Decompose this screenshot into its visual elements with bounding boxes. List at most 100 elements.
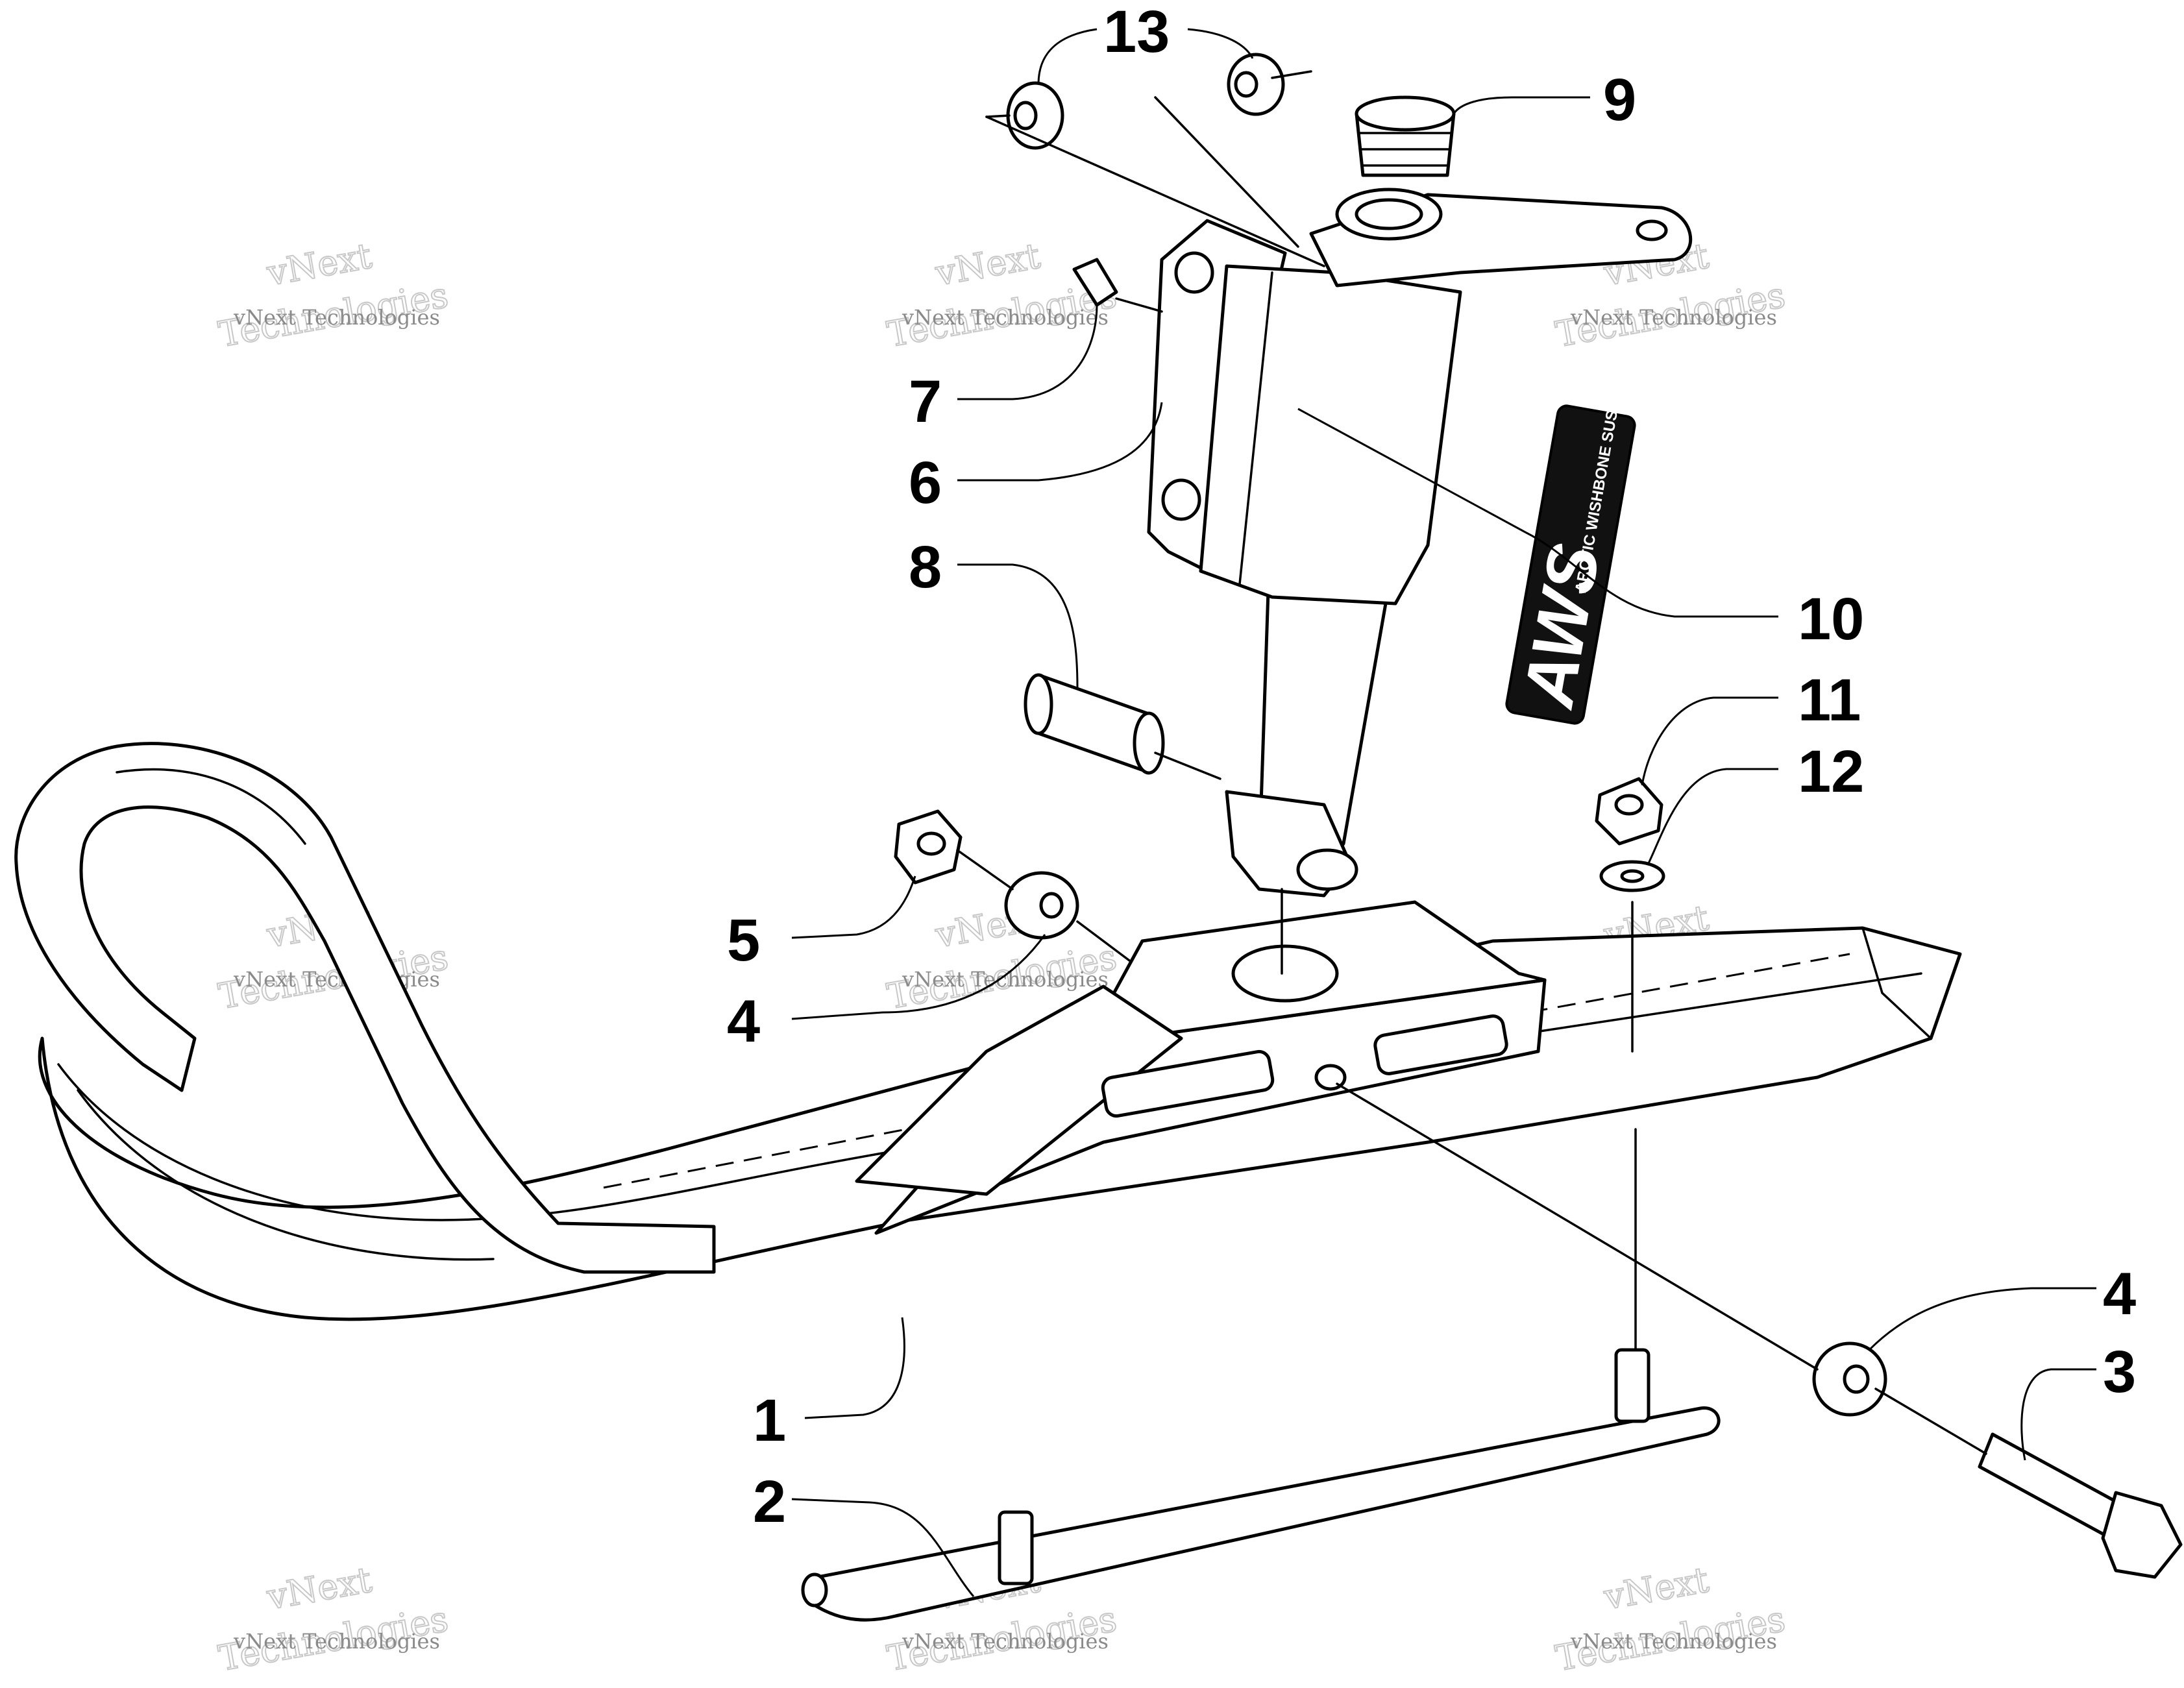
watermark-big-1: vNext (1601, 1559, 1712, 1617)
top-bushing-right-hole (1234, 71, 1258, 98)
callout-4-upper: 4 (727, 988, 760, 1055)
ski-edge-lower (77, 1089, 495, 1261)
callout-2: 2 (753, 1469, 786, 1535)
washer-hole (1039, 892, 1064, 919)
callout-13: 13 (1103, 0, 1170, 65)
wear-bar-end (801, 1572, 828, 1608)
watermark-text: vNext Technologies (233, 305, 440, 330)
leader-4-lower (1868, 1287, 2096, 1351)
leader-13-left (1037, 28, 1098, 85)
wear-bar-stud-2 (1614, 1348, 1650, 1423)
leader-12 (1647, 768, 1778, 864)
bushing-end-right (1133, 711, 1165, 775)
wear-bar-rod (809, 1406, 1721, 1622)
leader-5 (791, 875, 916, 939)
bushing (1024, 673, 1165, 775)
leader-1 (804, 1317, 905, 1419)
washer-upper (1004, 871, 1079, 940)
watermark-big-1: vNext (264, 235, 375, 293)
leader-13-right (1187, 28, 1254, 59)
housing-edge (1238, 271, 1273, 585)
callouts: 1 2 3 4 4 5 6 7 8 9 10 11 12 13 (727, 0, 2136, 1535)
spindle-assembly (1147, 188, 1693, 898)
watermark-text: vNext Technologies (902, 305, 1109, 330)
callout-9: 9 (1603, 67, 1636, 133)
line-13-left (985, 116, 1325, 267)
watermark-text: vNext Technologies (1570, 305, 1777, 330)
watermark: vNext Technologies vNext Technologies (883, 234, 1120, 356)
callout-5: 5 (727, 907, 760, 973)
top-bushings (1006, 53, 1285, 150)
callout-1: 1 (753, 1388, 786, 1454)
washer-hole (1620, 869, 1645, 883)
watermark-big-1: vNext (932, 235, 1044, 293)
top-bushing-left-hole (1013, 101, 1038, 130)
watermark-text: vNext Technologies (233, 1629, 440, 1654)
watermark: vNext Technologies vNext Technologies (215, 234, 452, 356)
line-13-tail-left (985, 114, 1011, 118)
nut-hole (916, 831, 946, 856)
callout-4-lower: 4 (2103, 1261, 2136, 1327)
ski-assembly (14, 742, 1962, 1321)
watermark-text: vNext Technologies (233, 967, 440, 992)
watermark-text: vNext Technologies (902, 1629, 1109, 1654)
grease-fitting-body (1072, 258, 1118, 307)
spindle-tube-bore (1296, 848, 1358, 891)
steering-arm-hole (1636, 219, 1668, 241)
wear-bar-stud-1 (998, 1510, 1034, 1585)
aws-decal: AWS ARCTIC WISHBONE SUSPENSION (1505, 340, 1636, 725)
saddle-slot-2 (1373, 1014, 1508, 1075)
grease-fitting (1072, 258, 1118, 307)
line-5 (956, 849, 1014, 890)
line-4-upper (1076, 920, 1131, 962)
washer-lower (1812, 1341, 1887, 1417)
nut-hole (1614, 794, 1644, 816)
ski-edge (57, 972, 1922, 1221)
decal-background (1505, 404, 1636, 725)
line-8 (1154, 752, 1221, 780)
callout-3: 3 (2103, 1339, 2136, 1405)
leader-10 (1297, 408, 1778, 618)
line-13-tail (1271, 70, 1312, 79)
spindle-top-bore (1355, 198, 1423, 230)
bolt-head (2101, 1491, 2183, 1579)
callout-8: 8 (909, 534, 942, 600)
bracket-hole-bottom (1161, 478, 1201, 521)
bushing-body (1037, 673, 1151, 774)
saddle-slot-1 (1101, 1049, 1275, 1118)
washer-hole (1843, 1364, 1870, 1394)
watermark: vNext Technologies vNext Technologies (1552, 1558, 1789, 1680)
leaders (791, 28, 2096, 1597)
bracket-hole-top (1174, 251, 1214, 294)
spindle-socket (1231, 944, 1339, 1003)
leader-11 (1641, 696, 1778, 786)
ski-handle (14, 742, 716, 1274)
spindle-housing (1199, 264, 1462, 605)
leader-9 (1453, 96, 1590, 114)
callout-11: 11 (1798, 667, 1861, 733)
washer-right (1599, 860, 1665, 892)
ski-tip (1861, 927, 1932, 1040)
line-4-lower (1336, 1083, 1819, 1371)
bolt (1978, 1432, 2183, 1579)
decal-logo: AWS (1508, 539, 1615, 715)
leader-8 (957, 563, 1079, 689)
line-13-right (1154, 96, 1299, 248)
plug-ribs (1358, 132, 1452, 167)
bushing-end-left (1024, 673, 1053, 735)
plug (1355, 95, 1456, 177)
callout-7: 7 (909, 369, 942, 435)
nut-right (1595, 777, 1663, 846)
watermark-big-1: vNext (264, 1559, 375, 1617)
callout-12: 12 (1798, 739, 1864, 805)
leader-6 (957, 402, 1163, 482)
leader-2 (791, 1498, 975, 1597)
watermark-text: vNext Technologies (1570, 1629, 1777, 1654)
saddle-gusset (855, 985, 1183, 1196)
plug-top (1355, 95, 1456, 132)
assembly-lines (956, 70, 1987, 1455)
leader-4-upper (791, 934, 1046, 1020)
line-3 (1874, 1388, 1987, 1455)
callout-6: 6 (909, 450, 942, 516)
